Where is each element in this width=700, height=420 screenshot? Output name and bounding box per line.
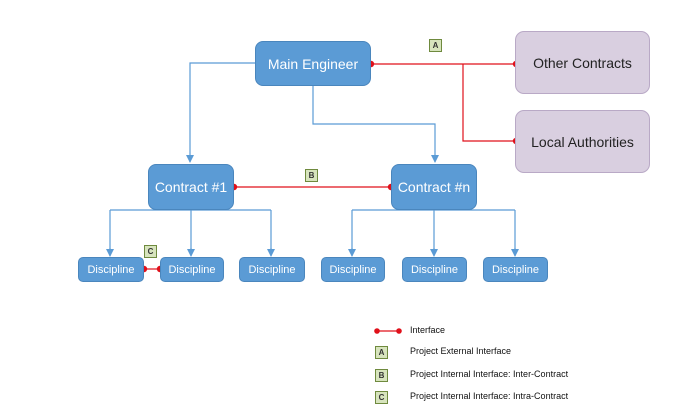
node-label: Local Authorities [531, 133, 634, 150]
node-discipline: Discipline [402, 257, 467, 282]
node-discipline: Discipline [321, 257, 385, 282]
legend-interface-dot [396, 328, 402, 334]
interface-tag-a: A [429, 39, 442, 52]
node-label: Other Contracts [533, 54, 632, 71]
connector-main-to-contractn [312, 86, 439, 163]
node-discipline: Discipline [160, 257, 224, 282]
node-main-engineer: Main Engineer [255, 41, 371, 86]
interface-line-a [371, 63, 516, 142]
connector-contract1-disciplines [109, 209, 272, 255]
node-contract-1: Contract #1 [148, 164, 234, 210]
legend-a-label: Project External Interface [410, 346, 512, 356]
node-contract-n: Contract #n [391, 164, 477, 210]
legend-interface-dot [374, 328, 380, 334]
node-label: Discipline [87, 263, 135, 276]
node-label: Discipline [329, 263, 377, 276]
node-label: Contract #n [397, 179, 471, 195]
node-label: Discipline [410, 263, 459, 276]
connector-main-to-contract1 [186, 62, 255, 163]
node-label: Contract #1 [154, 179, 228, 195]
node-label: Discipline [248, 263, 296, 276]
legend-interface-label: Interface [410, 325, 446, 335]
connector-contractn-disciplines [351, 209, 516, 255]
legend-c-label: Project Internal Interface: Intra-Contra… [410, 391, 569, 401]
legend-b-label: Project Internal Interface: Inter-Contra… [410, 369, 569, 379]
node-label: Discipline [491, 263, 540, 276]
node-discipline: Discipline [78, 257, 144, 282]
interface-tag-b: B [305, 169, 318, 182]
node-label: Discipline [168, 263, 216, 276]
legend-tag-a: A [375, 346, 388, 359]
node-label: Main Engineer [267, 55, 359, 72]
node-local-authorities: Local Authorities [515, 110, 650, 173]
legend-tag-b: B [375, 369, 388, 382]
node-other-contracts: Other Contracts [515, 31, 650, 94]
node-discipline: Discipline [239, 257, 305, 282]
legend-tag-c: C [375, 391, 388, 404]
interface-tag-c: C [144, 245, 157, 258]
node-discipline: Discipline [483, 257, 548, 282]
